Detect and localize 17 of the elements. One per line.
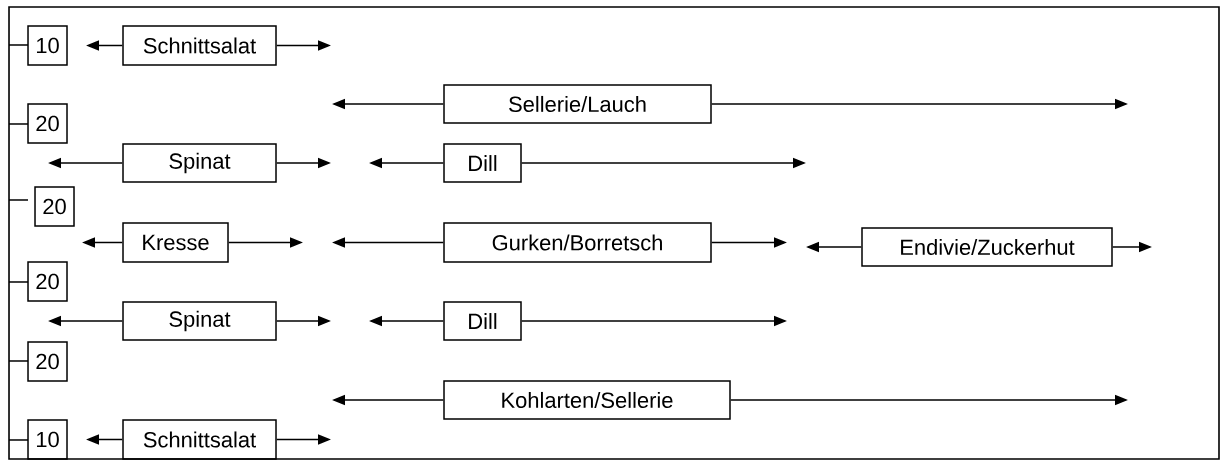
plant-box: Kresse: [122, 222, 229, 263]
plant-box: 10: [27, 419, 68, 460]
plant-box: Schnittsalat: [122, 25, 277, 66]
plant-box: Schnittsalat: [122, 419, 277, 460]
plant-box: Endivie/Zuckerhut: [861, 227, 1113, 267]
plant-box: Sellerie/Lauch: [443, 84, 712, 124]
plant-box: Dill: [443, 301, 522, 341]
plant-box: 20: [27, 103, 68, 144]
plant-box: Gurken/Borretsch: [443, 222, 712, 263]
plant-box: 10: [27, 25, 68, 66]
plant-box: 20: [34, 186, 75, 227]
plant-box: Spinat: [122, 301, 277, 341]
plant-box: Kohlarten/Sellerie: [443, 380, 731, 420]
plant-box: Dill: [443, 143, 522, 183]
plant-box: 20: [27, 261, 68, 302]
plant-box: Spinat: [122, 143, 277, 183]
plant-box: 20: [27, 341, 68, 382]
